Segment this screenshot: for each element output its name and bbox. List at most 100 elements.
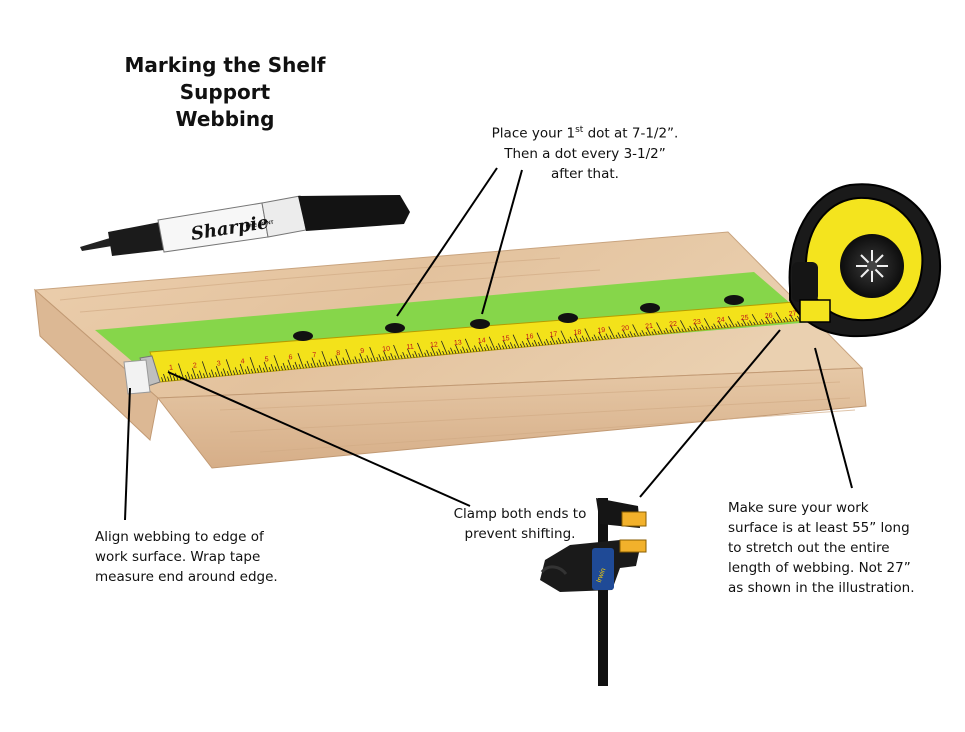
- tape-tick: [536, 332, 544, 346]
- tape-tick: [742, 318, 747, 326]
- tape-tick: [298, 364, 301, 369]
- tape-tick: [210, 369, 215, 377]
- tape-tick: [196, 373, 200, 379]
- tape-tick: [346, 359, 349, 365]
- tape-tick: [258, 365, 263, 373]
- tape-number: 20: [621, 325, 629, 333]
- tape-tick: [646, 327, 651, 336]
- tape-tick: [663, 330, 666, 334]
- tape-tick: [364, 358, 367, 363]
- tape-tick: [393, 344, 400, 360]
- tape-tick: [561, 339, 565, 344]
- note-surface-line1: Make sure your work: [728, 500, 869, 516]
- tape-tick: [369, 346, 376, 362]
- tape-tick: [316, 362, 319, 367]
- tape-tick: [687, 327, 690, 332]
- tape-tick: [513, 344, 517, 349]
- dot-1: [293, 331, 313, 341]
- tape-tick: [711, 325, 714, 330]
- tape-tick: [569, 336, 574, 343]
- tape-tick: [412, 353, 415, 358]
- tape-tick: [274, 366, 278, 371]
- dot-2: [385, 323, 405, 333]
- note-dots-line3: after that.: [551, 165, 619, 182]
- dot-6: [724, 295, 744, 305]
- tape-tick: [222, 368, 227, 376]
- tape-tick: [501, 345, 505, 350]
- tape-tick: [478, 342, 484, 352]
- tape-number: 22: [669, 321, 677, 329]
- tape-tick: [656, 322, 663, 334]
- tape-tick: [250, 368, 254, 374]
- tape-tick: [543, 341, 547, 346]
- tape-tick: [474, 345, 478, 352]
- tape-tick: [383, 351, 388, 361]
- tape-number: 10: [382, 346, 390, 354]
- tape-tick: [191, 368, 197, 379]
- note-work-surface: Make sure your work surface is at least …: [728, 498, 948, 598]
- tape-tick: [311, 357, 316, 368]
- tape-tick: [775, 311, 783, 323]
- tape-tick: [609, 335, 612, 339]
- tape-tick: [378, 354, 382, 361]
- note-clamp-line1: Clamp both ends to: [453, 506, 587, 522]
- sharpie-marker-icon: Sharpie FINE POINT: [80, 195, 410, 256]
- tape-number: 9: [360, 348, 365, 355]
- tape-tick: [431, 346, 436, 356]
- tape-tick: [584, 328, 592, 341]
- tape-tick: [545, 338, 550, 345]
- tape-tick: [497, 343, 502, 350]
- tape-tick: [574, 333, 580, 342]
- tape-tick: [388, 355, 391, 361]
- board-front: [157, 367, 867, 469]
- tape-number: 16: [525, 333, 533, 341]
- note-surface-line3: to stretch out the entire: [728, 540, 890, 556]
- tape-end-wrap: [123, 359, 151, 395]
- tape-tick: [713, 323, 717, 329]
- tape-tick: [244, 369, 248, 374]
- tape-tick: [525, 343, 529, 347]
- tape-tick: [354, 356, 358, 364]
- tape-tick: [322, 362, 325, 367]
- note-align-line2: work surface. Wrap tape: [95, 549, 261, 565]
- tape-number: 23: [693, 319, 701, 327]
- tape-tick: [366, 355, 370, 363]
- tape-tick: [751, 314, 759, 325]
- tape-tick: [485, 344, 490, 351]
- tape-tick: [784, 316, 789, 322]
- title-line-1: Marking the Shelf Support: [124, 53, 326, 104]
- tape-tick: [185, 374, 188, 380]
- note-clamp-ends: Clamp both ends to prevent shifting.: [440, 504, 600, 544]
- tape-tick: [567, 339, 571, 343]
- tape-number: 19: [597, 327, 605, 335]
- tape-number: 1: [169, 364, 174, 371]
- tape-tick: [783, 319, 786, 323]
- tape-tick: [629, 331, 633, 337]
- tape-tick: [198, 370, 203, 379]
- tape-tick: [370, 357, 373, 362]
- tape-number: 3: [217, 360, 222, 367]
- tape-tick: [292, 364, 295, 370]
- tape-tick: [519, 343, 523, 348]
- tape-tick: [400, 354, 403, 359]
- tape-tick: [621, 334, 624, 338]
- tape-tick: [531, 342, 535, 347]
- tape-tick: [418, 353, 421, 358]
- tape-number: 8: [336, 350, 341, 357]
- tape-tick: [321, 350, 328, 367]
- tape-tick: [478, 347, 481, 352]
- tape-tick: [747, 322, 750, 326]
- dot-5: [640, 303, 660, 313]
- tape-tick: [727, 316, 735, 328]
- tape-tick: [681, 328, 684, 332]
- tape-measure-icon: [788, 183, 942, 338]
- tape-tick: [512, 334, 520, 348]
- tape-number: 25: [741, 314, 749, 322]
- tape-tick: [555, 340, 559, 344]
- tape-tick: [680, 320, 687, 332]
- tape-tick: [694, 323, 699, 331]
- leader-clamp-left: [167, 371, 471, 507]
- tape-tick: [460, 349, 463, 354]
- tape-number: 11: [406, 344, 414, 352]
- tape-tick: [703, 318, 711, 330]
